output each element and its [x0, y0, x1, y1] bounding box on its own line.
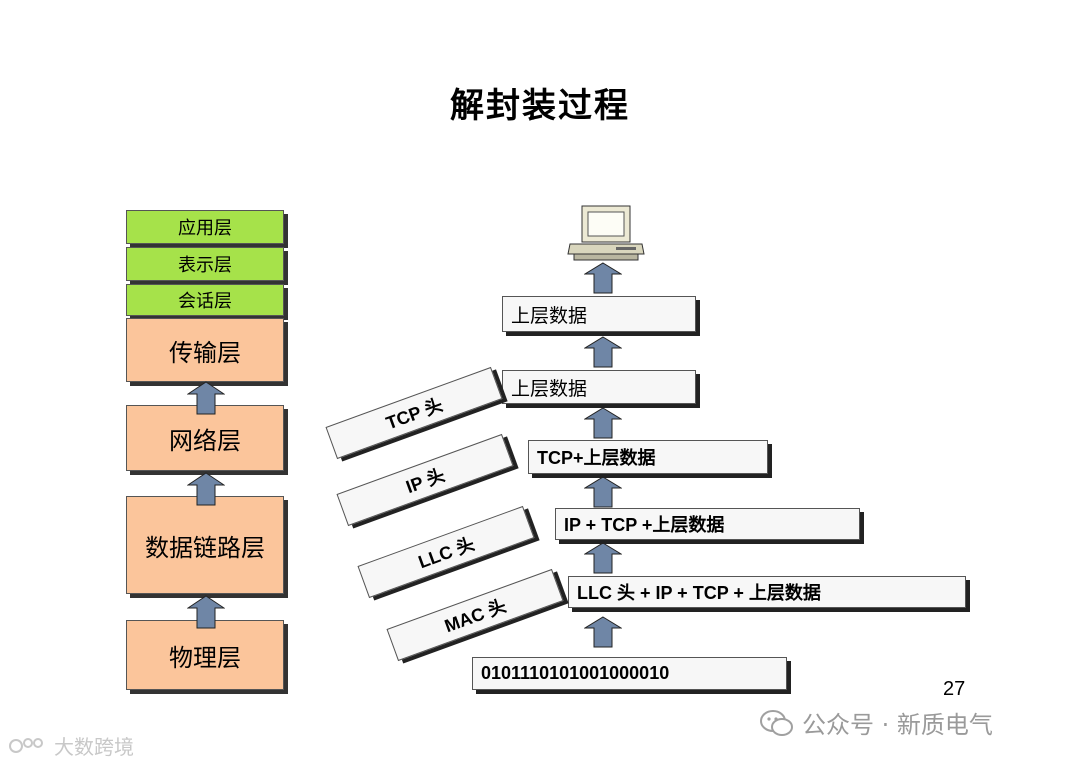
- up-arrow-icon: [584, 336, 622, 368]
- data-unit-llc-frame: LLC 头 + IP + TCP + 上层数据: [568, 576, 966, 608]
- watermark-left-text: 大数跨境: [54, 735, 134, 759]
- up-arrow-icon: [187, 381, 225, 415]
- layer-application: 应用层: [126, 210, 284, 244]
- up-arrow-icon: [584, 616, 622, 648]
- layer-network: 网络层: [126, 405, 284, 471]
- page-number: 27: [943, 678, 966, 700]
- layer-session: 会话层: [126, 284, 284, 316]
- header-mac: MAC 头: [386, 568, 564, 662]
- layer-datalink: 数据链路层: [126, 496, 284, 594]
- layer-transport: 传输层: [126, 318, 284, 382]
- computer-icon: [567, 205, 645, 261]
- up-arrow-icon: [584, 262, 622, 294]
- wechat-icon: [760, 709, 793, 736]
- layer-presentation: 表示层: [126, 247, 284, 281]
- layer-physical: 物理层: [126, 620, 284, 690]
- watermark-right-text: 公众号 · 新质电气: [802, 711, 993, 739]
- logo-icon: [9, 737, 43, 753]
- data-unit-upper-data-top: 上层数据: [502, 296, 696, 332]
- up-arrow-icon: [187, 595, 225, 629]
- up-arrow-icon: [584, 542, 622, 574]
- up-arrow-icon: [187, 472, 225, 506]
- up-arrow-icon: [584, 407, 622, 439]
- data-unit-bits: 0101110101001000010: [472, 657, 787, 690]
- watermark-right: 公众号 · 新质电气: [760, 705, 993, 740]
- watermark-left: 大数跨境: [8, 731, 134, 760]
- data-unit-tcp-segment: TCP+上层数据: [528, 440, 768, 474]
- data-unit-ip-packet: IP + TCP +上层数据: [555, 508, 860, 540]
- up-arrow-icon: [584, 476, 622, 508]
- page-title: 解封装过程: [450, 86, 630, 126]
- data-unit-upper-data: 上层数据: [502, 370, 696, 404]
